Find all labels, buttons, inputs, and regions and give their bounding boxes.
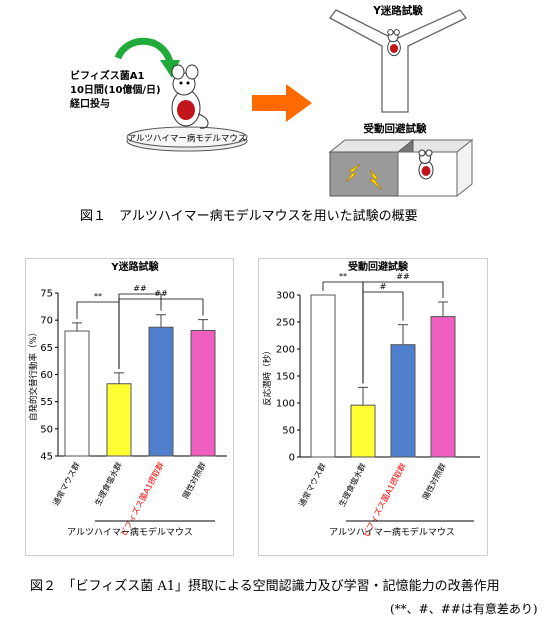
ymaze-chart: Y迷路試験 45 50 55 60 65 70 75 自発的交替行動率（%） 通常マウス群生理食塩… — [28, 260, 227, 538]
group-label: アルツハイマー病モデルマウス — [329, 526, 455, 538]
bar — [148, 326, 174, 457]
bar — [390, 344, 416, 458]
mouse-icon — [171, 64, 209, 129]
significance-mark: ** — [339, 272, 347, 281]
platform-label: アルツハイマー病モデルマウス — [128, 133, 247, 144]
category-label: 通常マウス群 — [50, 460, 81, 507]
bar — [64, 330, 90, 457]
category-label: 生理食塩水群 — [92, 460, 123, 507]
figure1-caption: 図１ アルツハイマー病モデルマウスを用いた試験の概要 — [80, 209, 418, 224]
chart-title: Y迷路試験 — [110, 260, 159, 273]
y-tick-label: 200 — [276, 345, 295, 356]
y-tick-label: 0 — [289, 453, 295, 464]
y-tick-label: 70 — [40, 316, 53, 327]
y-axis-label: 自発的交替行動率（%） — [28, 328, 39, 421]
avoidance-box-drawing — [328, 138, 474, 198]
significance-bracket — [362, 281, 444, 384]
group-label: アルツハイマー病モデルマウス — [67, 526, 193, 538]
y-tick-label: 300 — [276, 291, 295, 302]
curved-arrow-icon — [114, 37, 180, 78]
lightning-icon — [345, 163, 383, 191]
significance-mark: # — [380, 282, 387, 291]
y-tick-label: 250 — [276, 318, 295, 329]
y-tick-label: 45 — [40, 452, 53, 463]
y-tick-label: 50 — [282, 426, 295, 437]
chart-title: 受動回避試験 — [348, 260, 409, 273]
y-tick-label: 75 — [40, 289, 53, 300]
avoidance-chart: 受動回避試験 0 50 100 150 200 250 300 反応潜時（秒） 通常マウス群生理食… — [262, 260, 480, 539]
category-label: 生理食塩水群 — [336, 461, 367, 508]
dose-text-1: ビフィズス菌A1 — [70, 69, 145, 82]
y-maze-drawing — [329, 9, 467, 113]
significance-mark: ## — [133, 284, 147, 293]
bar — [190, 329, 216, 457]
y-tick-label: 100 — [276, 399, 295, 410]
significance-bracket — [118, 298, 204, 369]
significance-mark: ## — [396, 272, 410, 281]
dose-text-2: 10日間(10億個/日) — [70, 83, 161, 96]
figure1-schematic: ビフィズス菌A1 10日間(10億個/日) 経口投与 アルツハイマー病モデルマウ… — [70, 4, 474, 198]
category-label: ビフィズス菌A1摂取群 — [118, 460, 166, 537]
category-label: 陽性対照群 — [180, 460, 208, 500]
significance-note: (**、#、##は有意差あり) — [390, 602, 538, 616]
y-tick-label: 60 — [40, 370, 53, 381]
avoidance-title: 受動回避試験 — [364, 122, 427, 135]
dose-text-3: 経口投与 — [70, 97, 110, 110]
y-tick-label: 65 — [40, 343, 53, 354]
category-label: 陽性対照群 — [420, 461, 448, 501]
category-label: 通常マウス群 — [296, 461, 327, 508]
figure2-caption: 図２ 「ビフィズス菌 A1」摂取による空間認識力及び学習・記憶能力の改善作用 — [30, 579, 500, 594]
y-tick-label: 150 — [276, 372, 295, 383]
y-axis-label: 反応潜時（秒） — [262, 346, 273, 406]
significance-mark: ## — [154, 289, 168, 298]
right-arrow-icon — [252, 84, 312, 122]
y-tick-label: 55 — [40, 397, 53, 408]
bar — [350, 404, 376, 458]
ymaze-title: Y迷路試験 — [372, 4, 423, 17]
y-tick-label: 50 — [40, 424, 53, 435]
bar — [310, 294, 336, 458]
bar — [430, 316, 456, 458]
significance-mark: ** — [94, 292, 102, 301]
bar — [106, 383, 132, 457]
